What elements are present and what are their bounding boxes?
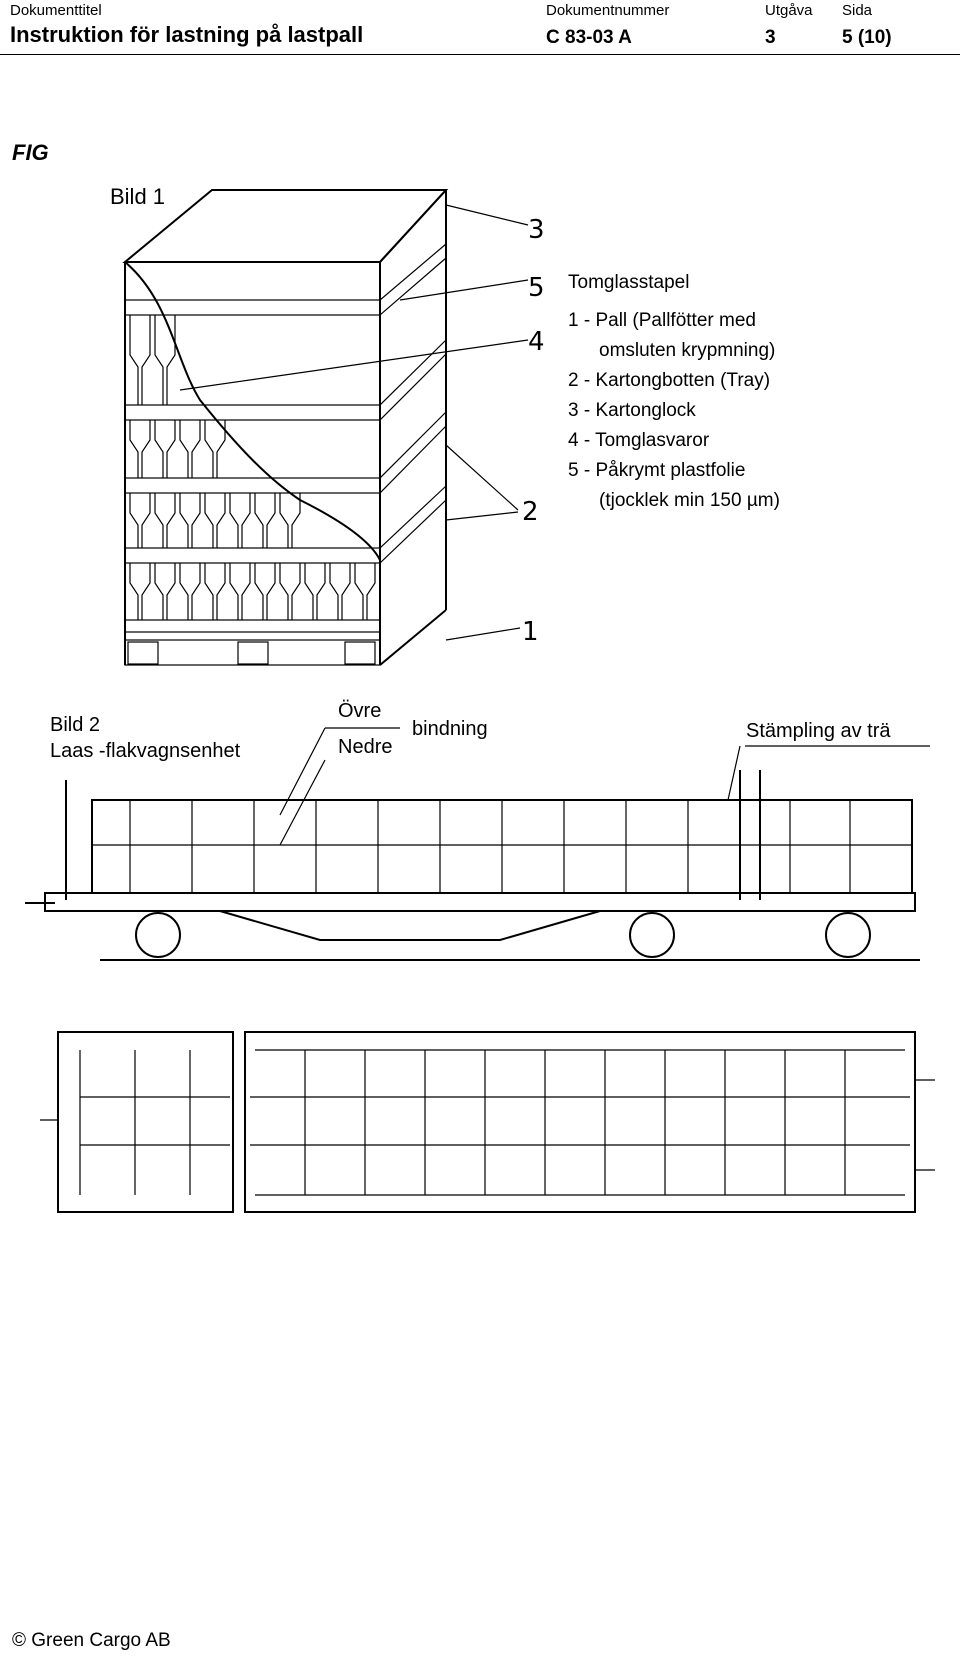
fig-label: FIG [12, 140, 49, 165]
callout-3: 3 [528, 215, 545, 245]
upper-label: Övre [338, 700, 382, 722]
copyright: © Green Cargo AB [12, 1630, 171, 1651]
callout-1: 1 [522, 617, 539, 647]
pallet-stack-drawing: 3 5 4 2 1 [122, 189, 545, 666]
doc-number-label: Dokumentnummer [546, 2, 670, 19]
stack-legend: Tomglasstapel 1 - Pall (Pallfötter med o… [568, 268, 780, 516]
callout-2: 2 [522, 497, 539, 527]
doc-title-label: Dokumenttitel [10, 2, 102, 19]
legend-item: 2 - Kartongbotten (Tray) [568, 370, 771, 391]
edition-value: 3 [765, 27, 776, 48]
legend-title: Tomglasstapel [568, 272, 690, 293]
legend-item: 5 - Påkrymt plastfolie [568, 460, 746, 481]
binding-label: bindning [412, 718, 488, 740]
image1-caption: Bild 1 [110, 184, 166, 209]
doc-title: Instruktion för lastning på lastpall [10, 22, 364, 47]
flatcar-side-view [25, 727, 930, 961]
callout-5: 5 [528, 273, 545, 303]
page-label: Sida [842, 2, 873, 19]
stamp-label: Stämpling av trä [746, 720, 891, 742]
page-number: 5 (10) [842, 27, 892, 48]
legend-item: (tjocklek min 150 µm) [599, 490, 780, 511]
callout-4: 4 [528, 327, 545, 357]
lower-label: Nedre [338, 736, 393, 758]
legend-item: 3 - Kartonglock [568, 400, 696, 421]
flatcar-top-view [40, 1031, 935, 1213]
legend-item: 1 - Pall (Pallfötter med [568, 310, 756, 331]
header-rule [0, 54, 960, 55]
image2-subcaption: Laas -flakvagnsenhet [50, 740, 241, 762]
image2-caption: Bild 2 [50, 714, 101, 736]
doc-number: C 83-03 A [546, 27, 632, 48]
edition-label: Utgåva [765, 2, 813, 19]
legend-item: omsluten krypmning) [599, 340, 776, 361]
legend-item: 4 - Tomglasvaror [568, 430, 710, 451]
